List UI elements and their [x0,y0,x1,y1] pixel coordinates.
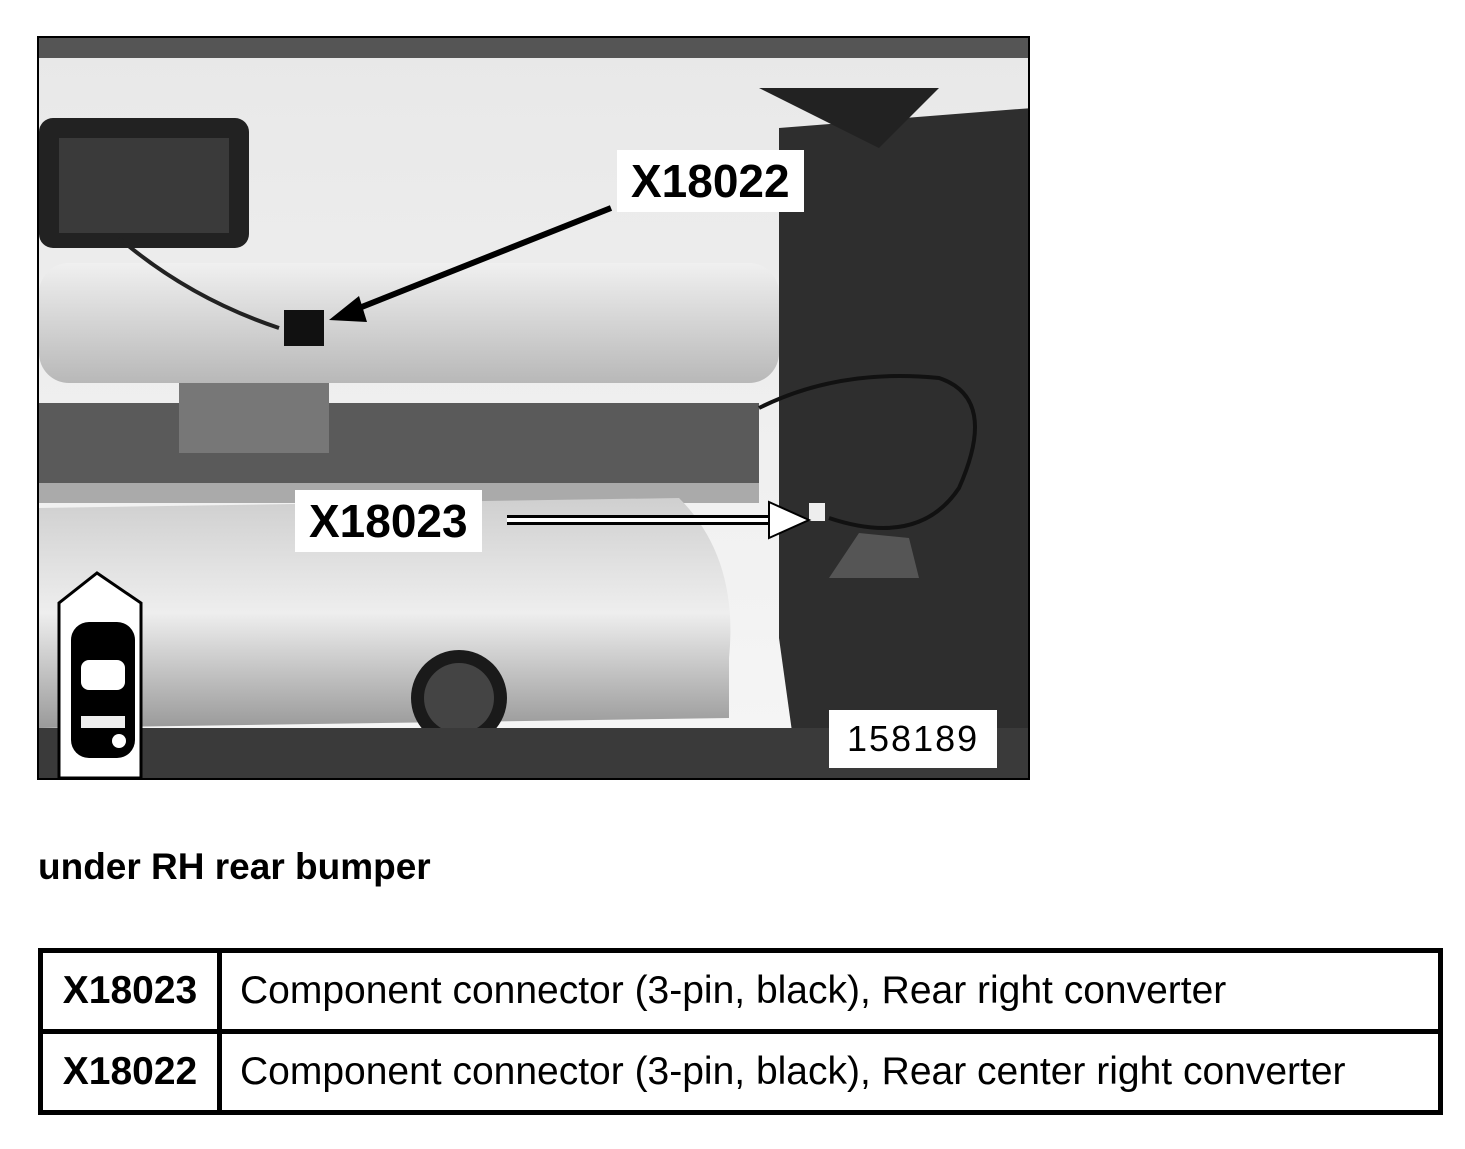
callout-x18023: X18023 [295,490,482,552]
connector-description: Component connector (3-pin, black), Rear… [217,1029,1443,1115]
connector-code: X18022 [38,1029,222,1115]
table-row: X18022 Component connector (3-pin, black… [38,1029,1443,1115]
arrow-x18022 [337,205,613,319]
location-caption: under RH rear bumper [38,846,431,887]
connector-legend-table: X18023 Component connector (3-pin, black… [38,948,1443,1115]
callout-x18022: X18022 [617,150,804,212]
connector-location-photo: X18022 X18023 158189 [37,36,1030,780]
connector-code: X18023 [38,948,222,1034]
table-row: X18023 Component connector (3-pin, black… [38,948,1443,1034]
connector-description: Component connector (3-pin, black), Rear… [217,948,1443,1034]
figure-number: 158189 [829,710,998,768]
photo-illustration [39,38,1028,778]
car-top-view-icon [57,571,143,778]
